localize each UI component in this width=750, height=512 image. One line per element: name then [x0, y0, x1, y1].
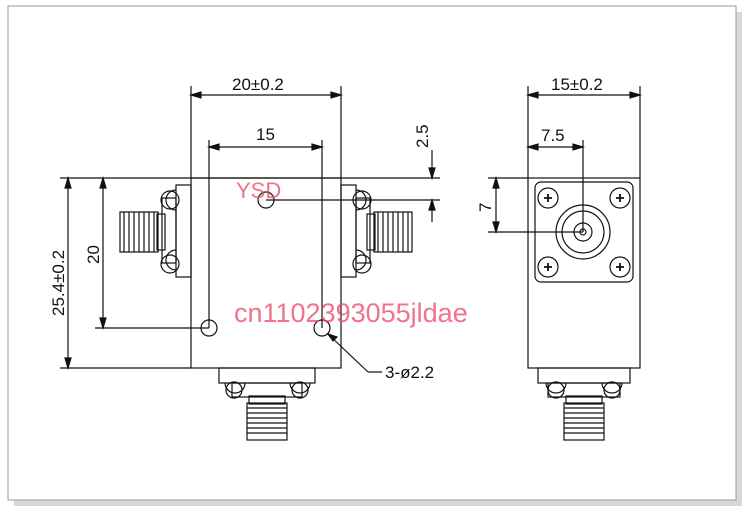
screw-bottom-right-icon: [609, 256, 631, 278]
front-view: [60, 86, 440, 441]
hole-vertical-label: 20: [84, 245, 103, 264]
brand-watermark: YSD: [236, 178, 281, 203]
screw-bottom-left-icon: [537, 256, 559, 278]
width-dimension-label: 20±0.2: [232, 75, 284, 94]
hole-spacing-label: 15: [256, 125, 275, 144]
bottom-connector: [218, 367, 316, 441]
side-width-label: 15±0.2: [551, 75, 603, 94]
left-connector: [119, 184, 192, 278]
screw-top-right-icon: [609, 187, 631, 209]
side-view: [488, 86, 643, 441]
frame-border: [7, 5, 737, 501]
connector-height-label: 7: [476, 203, 495, 212]
center-offset-label: 7.5: [541, 126, 565, 145]
top-offset-label: 2.5: [413, 124, 432, 148]
height-dimension-label: 25.4±0.2: [49, 250, 68, 316]
holes-callout-label: 3-ø2.2: [385, 363, 434, 382]
seller-watermark: cn1102393055jldae: [234, 298, 468, 328]
screw-top-left-icon: [537, 187, 559, 209]
